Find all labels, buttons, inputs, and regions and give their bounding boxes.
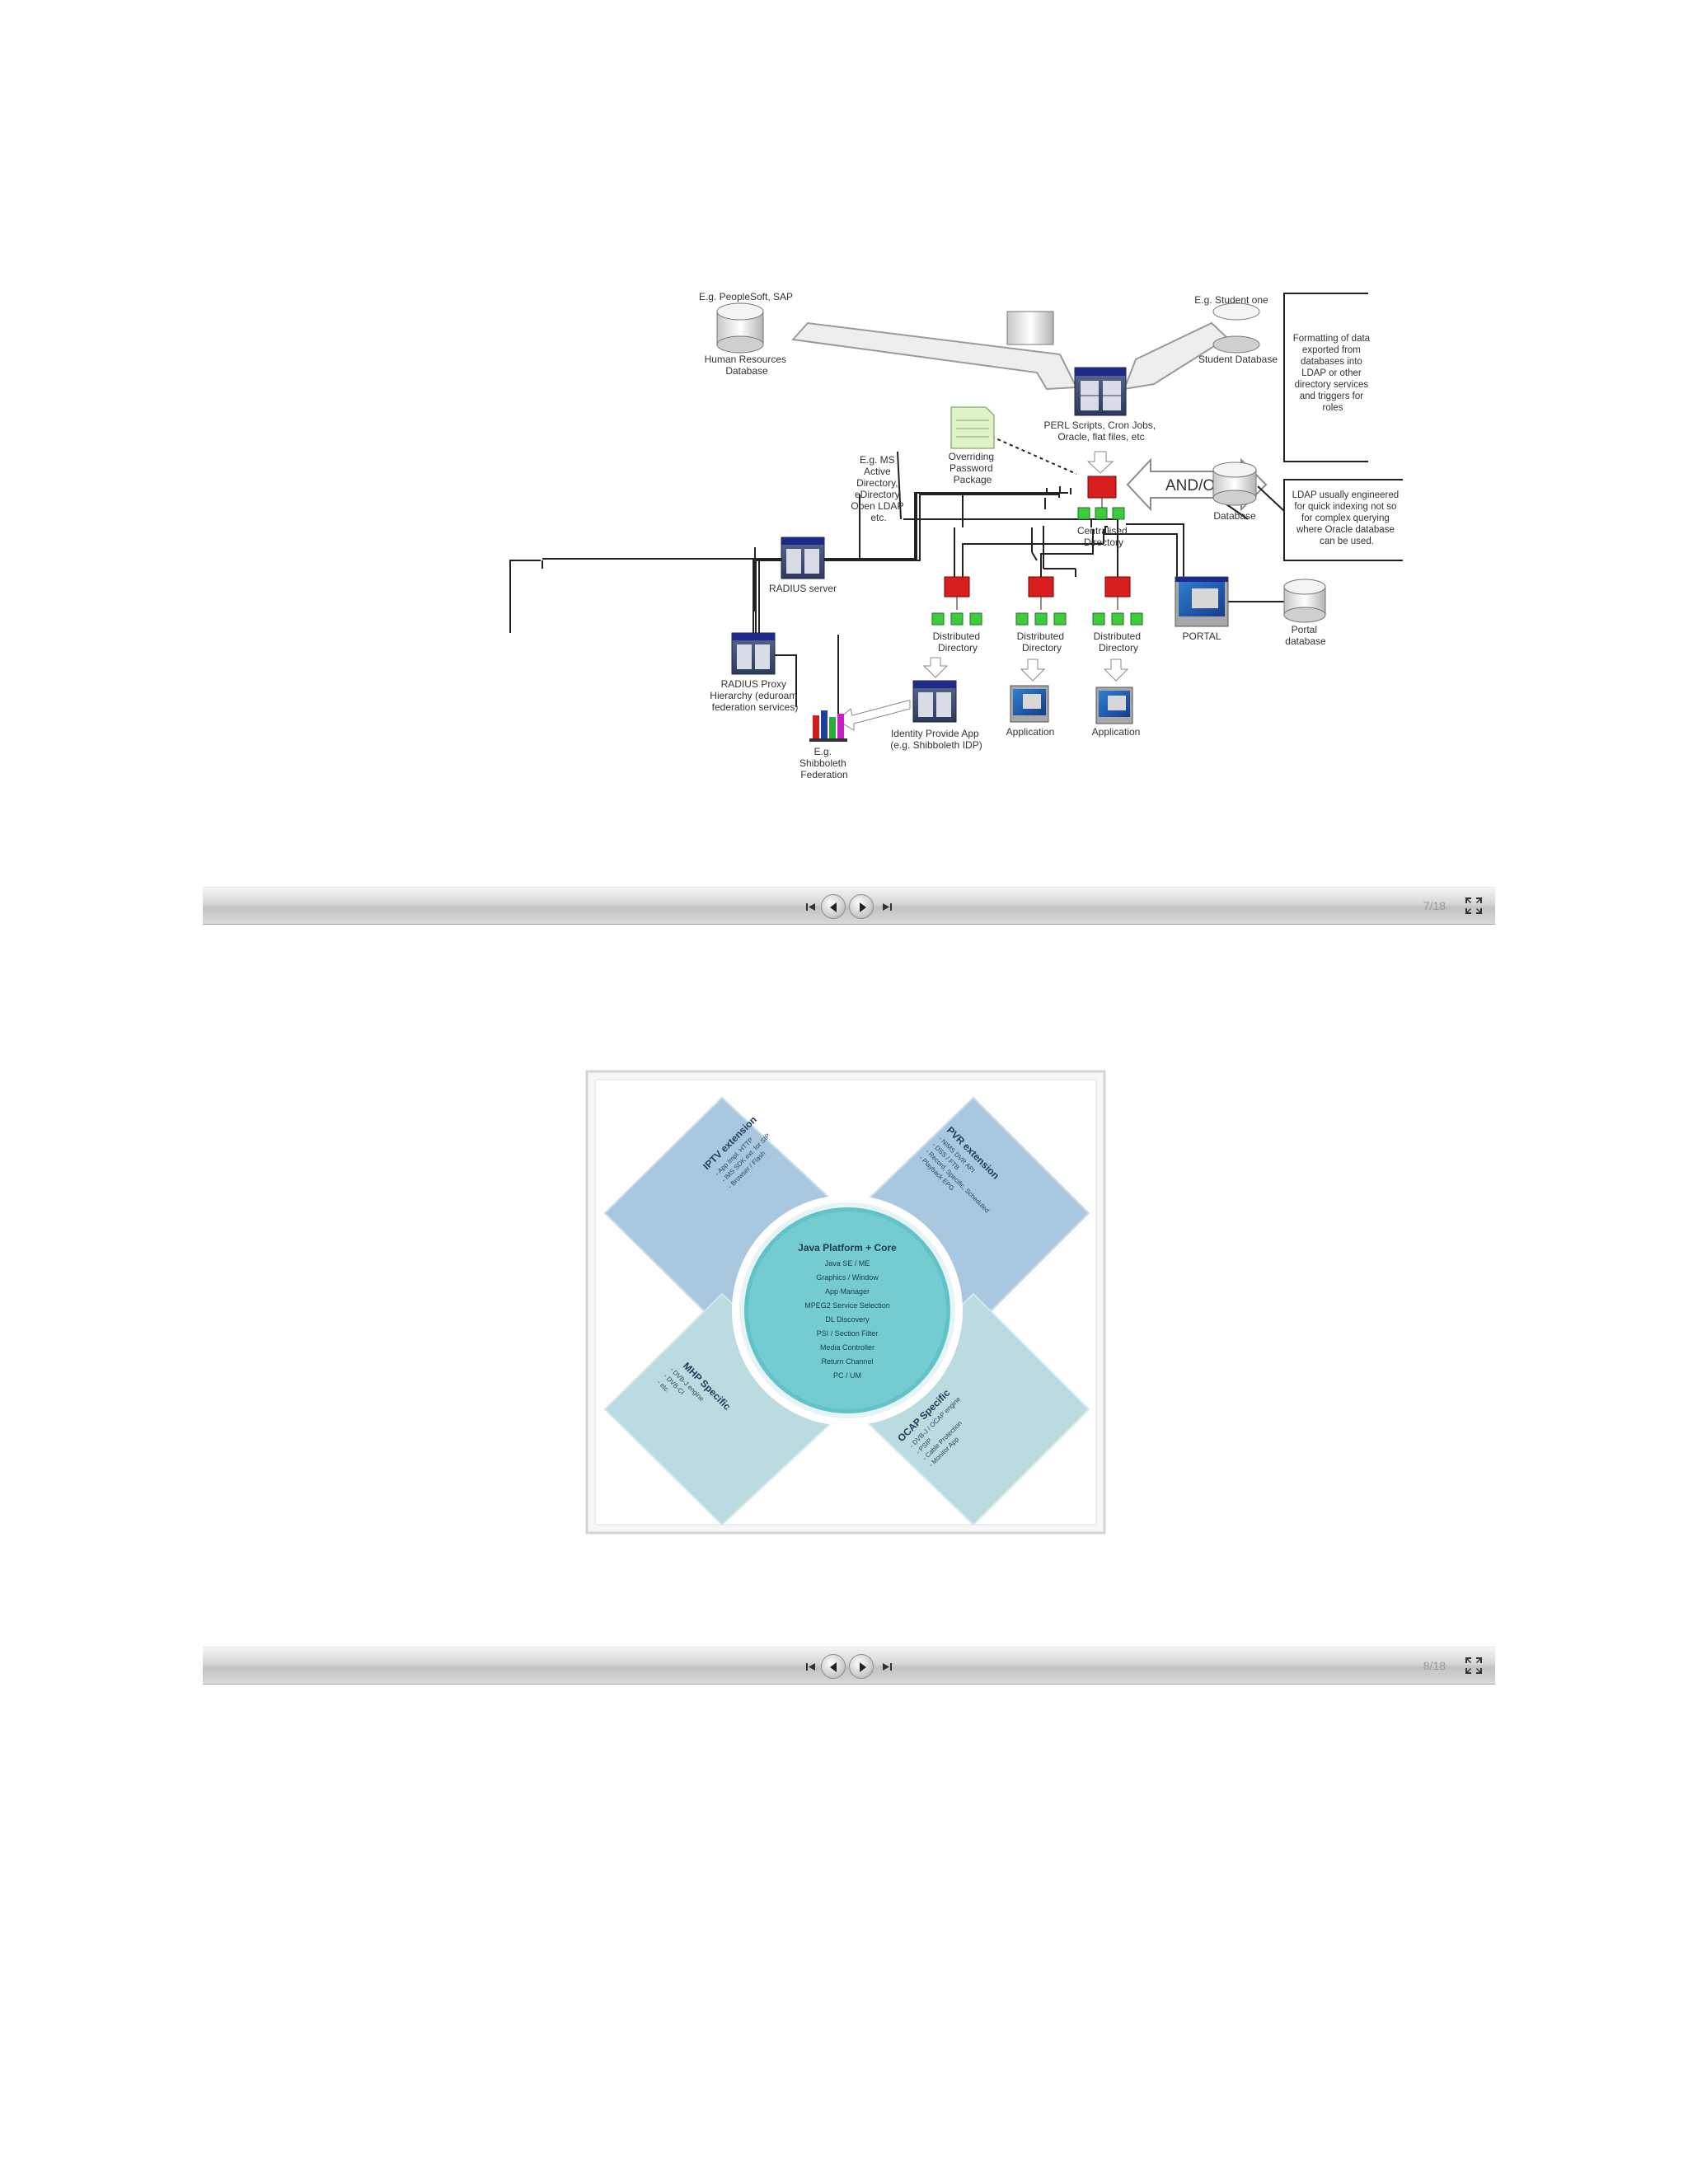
slide-toolbar-1: 7/18 — [203, 887, 1495, 925]
student-db-label: Student Database — [1198, 354, 1278, 365]
identity-provider-icon — [912, 680, 957, 723]
distributed-directory-1-label: Distributed Directory — [933, 630, 983, 654]
svg-text:Media Controller: Media Controller — [820, 1343, 874, 1352]
page-indicator: 8/18 — [1423, 1659, 1446, 1672]
svg-text:Return Channel: Return Channel — [821, 1357, 873, 1366]
svg-text:Graphics / Window: Graphics / Window — [816, 1273, 879, 1282]
previous-slide-button[interactable] — [821, 1654, 846, 1679]
next-slide-icon — [860, 1662, 866, 1672]
idp-label: Identity Provide App (e.g. Shibboleth ID… — [890, 728, 982, 751]
student-flow-arrow — [1123, 321, 1229, 391]
slide-viewer-2: IPTV extension - App Impl. HTTP - IMS SD… — [203, 925, 1495, 1685]
distributed-directory-3-label: Distributed Directory — [1094, 630, 1144, 654]
portal-label: PORTAL — [1183, 630, 1221, 642]
skip-to-start-icon[interactable] — [803, 1654, 819, 1679]
hr-database-icon — [716, 302, 764, 354]
svg-text:PSI / Section Filter: PSI / Section Filter — [817, 1329, 879, 1338]
slide-1: AND/OR E.g. PeopleSoft, SAP Human Resour… — [203, 0, 1495, 887]
svg-text:App Manager: App Manager — [825, 1287, 870, 1296]
centralised-label: Centralised Directory — [1077, 525, 1130, 548]
svg-text:DL Discovery: DL Discovery — [825, 1315, 870, 1324]
radius-proxy-icon — [731, 632, 776, 675]
previous-slide-icon — [830, 1662, 837, 1672]
formatting-bracket — [1283, 293, 1368, 462]
skip-to-start-icon[interactable] — [803, 894, 819, 919]
svg-text:PC / UM: PC / UM — [833, 1371, 861, 1380]
distributed-directory-1-icon — [931, 576, 982, 626]
scripts-label: PERL Scripts, Cron Jobs, Oracle, flat fi… — [1044, 419, 1159, 443]
scripts-server-icon — [1074, 367, 1127, 416]
svg-text:MPEG2 Service Selection: MPEG2 Service Selection — [804, 1301, 890, 1310]
ms-directory-label: E.g. MS Active Directory, eDirectory Ope… — [851, 454, 906, 523]
previous-slide-button[interactable] — [821, 894, 846, 919]
radius-server-label: RADIUS server — [769, 583, 837, 594]
next-slide-button[interactable] — [849, 894, 874, 919]
portal-icon — [1175, 576, 1229, 627]
radius-proxy-label: RADIUS Proxy Hierarchy (eduroam federati… — [710, 678, 799, 713]
page-indicator: 7/18 — [1423, 899, 1446, 912]
application-2-label: Application — [1092, 726, 1141, 738]
radius-server-icon — [781, 537, 825, 579]
skip-to-end-icon[interactable] — [879, 894, 895, 919]
application-1-label: Application — [1006, 726, 1055, 738]
centralised-directory-icon — [1077, 476, 1125, 520]
ldap-note: LDAP usually engineered for quick indexi… — [1292, 490, 1402, 546]
hr-db-label: Human Resources Database — [705, 354, 790, 377]
identity-architecture-diagram: AND/OR E.g. PeopleSoft, SAP Human Resour… — [509, 291, 1403, 780]
password-package-icon — [950, 406, 995, 449]
next-slide-icon — [860, 902, 866, 912]
slide-navigation-1 — [803, 894, 910, 919]
database-label: Database — [1213, 510, 1256, 522]
slide-toolbar-2: 8/18 — [203, 1647, 1495, 1685]
hr-example-label: E.g. PeopleSoft, SAP — [699, 291, 793, 302]
java-platform-diagram: IPTV extension - App Impl. HTTP - IMS SD… — [585, 1070, 1106, 1535]
application-1-icon — [1010, 685, 1049, 723]
distributed-directory-3-icon — [1092, 576, 1143, 626]
shibboleth-federation-icon — [809, 710, 847, 742]
fullscreen-icon[interactable] — [1464, 1656, 1484, 1675]
java-core-text: Java Platform + Core Java SE / ME Graphi… — [798, 1242, 897, 1380]
fullscreen-icon[interactable] — [1464, 896, 1484, 916]
password-label: Overriding Password Package — [949, 451, 997, 485]
application-2-icon — [1095, 687, 1133, 724]
portal-db-label: Portal database — [1285, 624, 1326, 647]
slide-viewer-1: AND/OR E.g. PeopleSoft, SAP Human Resour… — [203, 0, 1495, 925]
previous-slide-icon — [830, 902, 837, 912]
ldap-bracket — [1283, 479, 1403, 561]
slide-navigation-2 — [803, 1654, 910, 1679]
distributed-directory-2-icon — [1015, 576, 1067, 626]
formatting-note: Formatting of data exported from databas… — [1293, 334, 1373, 413]
and-or-label: AND/OR — [1165, 477, 1226, 494]
shibboleth-label: E.g. Shibboleth Federation — [799, 746, 849, 780]
portal-database-icon — [1283, 579, 1326, 623]
database-icon — [1212, 462, 1257, 506]
slide-2: IPTV extension - App Impl. HTTP - IMS SD… — [203, 925, 1495, 1647]
student-example-label: E.g. Student one — [1194, 294, 1268, 306]
student-database-icon — [1006, 302, 1260, 354]
skip-to-end-icon[interactable] — [879, 1654, 895, 1679]
svg-text:Java SE / ME: Java SE / ME — [825, 1259, 870, 1268]
distributed-directory-2-label: Distributed Directory — [1017, 630, 1067, 654]
svg-text:Java Platform + Core: Java Platform + Core — [798, 1242, 897, 1254]
next-slide-button[interactable] — [849, 1654, 874, 1679]
